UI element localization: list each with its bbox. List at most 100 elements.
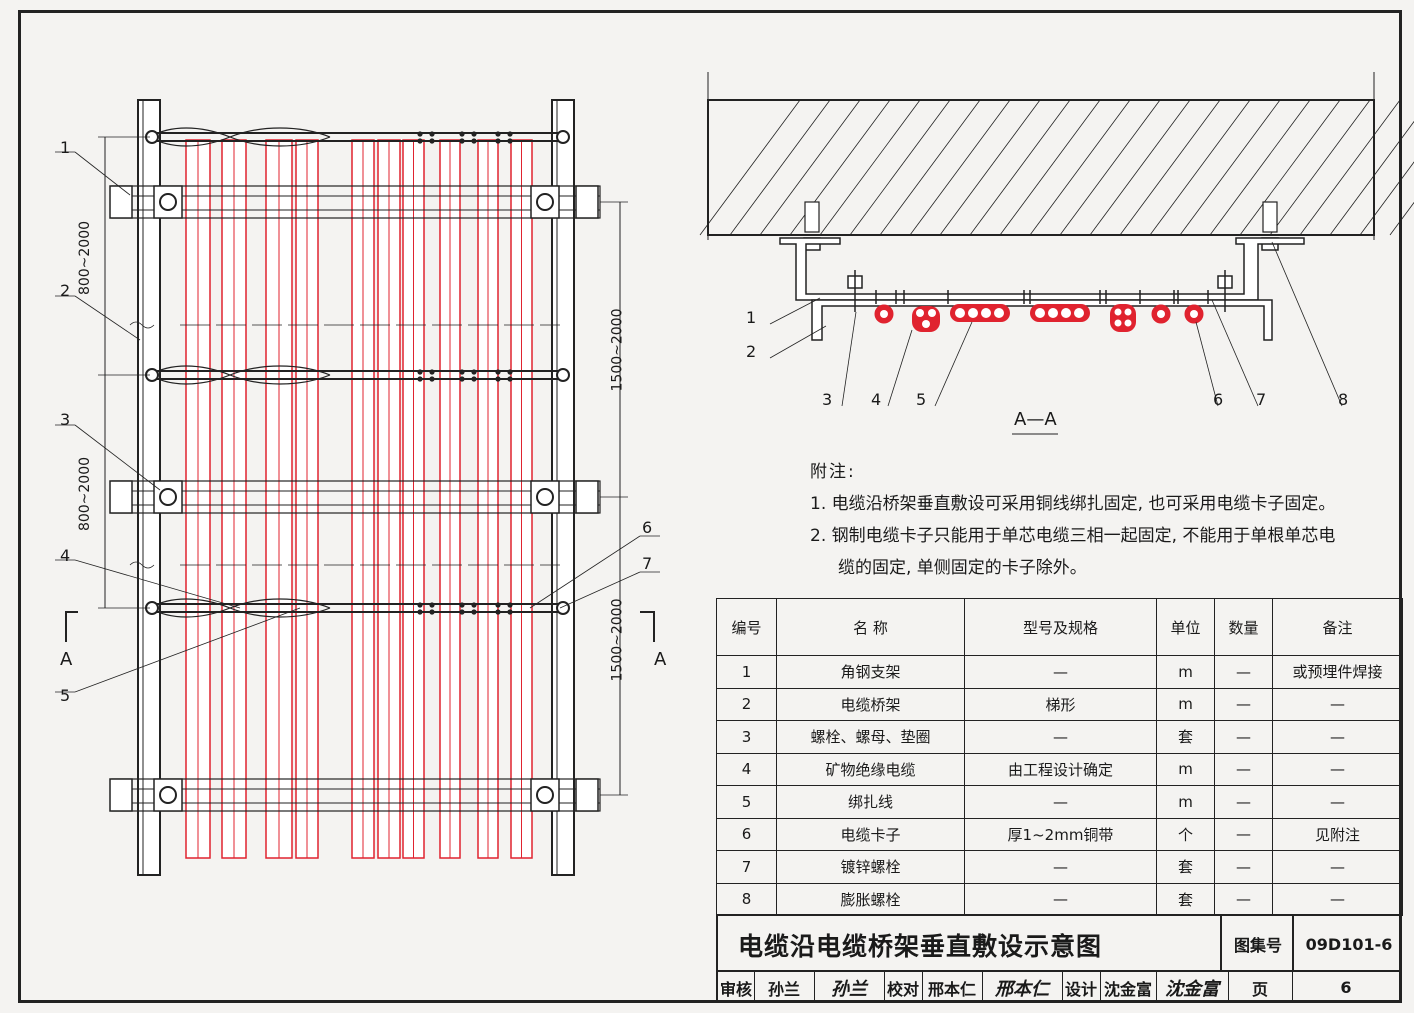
review-name: 孙兰 bbox=[754, 972, 815, 1003]
expansion-bolt bbox=[1262, 201, 1278, 233]
bom-header-no: 编号 bbox=[716, 598, 777, 656]
design-signature: 沈金富 bbox=[1156, 972, 1229, 1003]
hatch-line bbox=[909, 99, 1011, 236]
bracket-end-plate bbox=[109, 778, 133, 812]
leader-line bbox=[1211, 299, 1259, 407]
bom-header-remark: 备注 bbox=[1272, 598, 1403, 656]
bom-cell-name: 镀锌螺栓 bbox=[776, 850, 965, 884]
bolt-head bbox=[159, 488, 177, 506]
bom-cell-qty: — bbox=[1214, 817, 1273, 851]
cable-bundle bbox=[912, 306, 940, 332]
hatch-line bbox=[1059, 99, 1161, 236]
bom-cell-remark: 见附注 bbox=[1272, 817, 1403, 851]
bolt-head bbox=[159, 193, 177, 211]
clamp-bolt bbox=[471, 131, 477, 137]
design-name: 沈金富 bbox=[1100, 972, 1157, 1003]
cable-core bbox=[968, 308, 978, 318]
bom-cell-remark: — bbox=[1272, 720, 1403, 754]
angle-steel-support bbox=[779, 237, 1305, 301]
hatch-line bbox=[1209, 99, 1311, 236]
cable-core bbox=[1035, 308, 1045, 318]
bom-cell-spec: — bbox=[964, 655, 1157, 689]
section-callout-1: 1 bbox=[746, 308, 757, 327]
hatch-line bbox=[1329, 120, 1414, 236]
bom-cell-name: 电缆卡子 bbox=[776, 817, 965, 851]
page-label: 页 bbox=[1228, 972, 1293, 1003]
leader-line bbox=[74, 607, 301, 693]
hatch-line bbox=[1089, 99, 1191, 236]
page-value: 6 bbox=[1340, 978, 1352, 997]
hatch-line bbox=[1359, 161, 1414, 236]
hatch-line bbox=[1299, 99, 1401, 236]
bom-cell-no: 5 bbox=[716, 785, 777, 819]
bom-cell-qty: — bbox=[1214, 687, 1273, 721]
bom-cell-no: 7 bbox=[716, 850, 777, 884]
clamp-bolt bbox=[507, 138, 513, 144]
cable-core bbox=[1074, 308, 1084, 318]
bracket-end-plate bbox=[109, 185, 133, 219]
clamp-bolt bbox=[507, 369, 513, 375]
clamp-bolt bbox=[459, 131, 465, 137]
section-callout-8: 8 bbox=[1338, 390, 1349, 409]
section-a-a-view bbox=[699, 72, 1414, 435]
break-line bbox=[129, 321, 560, 329]
clamp-bolt bbox=[471, 369, 477, 375]
bom-cell-spec: 厚1~2mm铜带 bbox=[964, 817, 1157, 851]
cable-core bbox=[928, 309, 936, 317]
bolt-head bbox=[159, 786, 177, 804]
clamp-bolt bbox=[495, 376, 501, 382]
section-mark-left: A bbox=[60, 649, 73, 670]
cable-group bbox=[950, 304, 1010, 322]
leader-line bbox=[74, 295, 141, 341]
leader-line bbox=[769, 297, 821, 325]
bolt-head bbox=[536, 786, 554, 804]
check-name: 邢本仁 bbox=[922, 972, 983, 1003]
callout-1: 1 bbox=[60, 138, 71, 157]
bom-cell-unit: 套 bbox=[1156, 720, 1215, 754]
cable-core bbox=[1061, 308, 1071, 318]
bom-cell-no: 6 bbox=[716, 817, 777, 851]
atlas-no-label: 图集号 bbox=[1220, 916, 1294, 972]
signature-row: 审核 孙兰 孙兰 校对 邢本仁 邢本仁 设计 沈金富 沈金富 页 6 bbox=[716, 970, 1402, 1003]
section-title: A—A bbox=[1014, 409, 1057, 430]
bom-cell-qty: — bbox=[1214, 752, 1273, 786]
bom-header-row: 编号 名 称 型号及规格 单位 数量 备注 bbox=[716, 598, 1403, 656]
bom-cell-unit: m bbox=[1156, 655, 1215, 689]
bom-cell-name: 绑扎线 bbox=[776, 785, 965, 819]
section-cut-mark bbox=[640, 611, 655, 642]
hatch-line bbox=[879, 99, 981, 236]
clamp-bolt bbox=[507, 602, 513, 608]
bom-cell-spec: — bbox=[964, 720, 1157, 754]
dim-800-lower: 800~2000 bbox=[77, 456, 94, 532]
bolt-head bbox=[536, 488, 554, 506]
hatch-line bbox=[1269, 99, 1371, 236]
hatch-line bbox=[849, 99, 951, 236]
leader-line bbox=[559, 571, 641, 609]
bom-cell-qty: — bbox=[1214, 720, 1273, 754]
note-2: 2. 钢制电缆卡子只能用于单芯电缆三相一起固定, 不能用于单根单芯电 bbox=[810, 526, 1336, 546]
clamp-bolt bbox=[417, 369, 423, 375]
title-block: 电缆沿电缆桥架垂直敷设示意图 图集号 09D101-6 bbox=[716, 914, 1404, 972]
clamp-bolt bbox=[429, 138, 435, 144]
bracket-end-plate bbox=[109, 480, 133, 514]
atlas-no-value: 09D101-6 bbox=[1292, 916, 1404, 972]
bom-cell-unit: 套 bbox=[1156, 882, 1215, 916]
clamp-bolt bbox=[429, 369, 435, 375]
bom-cell-remark: — bbox=[1272, 850, 1403, 884]
leader-line bbox=[841, 311, 857, 407]
bom-cell-no: 4 bbox=[716, 752, 777, 786]
drawing-title: 电缆沿电缆桥架垂直敷设示意图 bbox=[738, 932, 1103, 961]
callout-7: 7 bbox=[642, 554, 653, 573]
bom-cell-spec: — bbox=[964, 850, 1157, 884]
clamp-bolt bbox=[459, 138, 465, 144]
clamp-bolt bbox=[495, 369, 501, 375]
cable-core bbox=[1114, 308, 1122, 316]
note-1: 1. 电缆沿桥架垂直敷设可采用铜线绑扎固定, 也可采用电缆卡子固定。 bbox=[810, 494, 1336, 514]
bom-cell-name: 螺栓、螺母、垫圈 bbox=[776, 720, 965, 754]
